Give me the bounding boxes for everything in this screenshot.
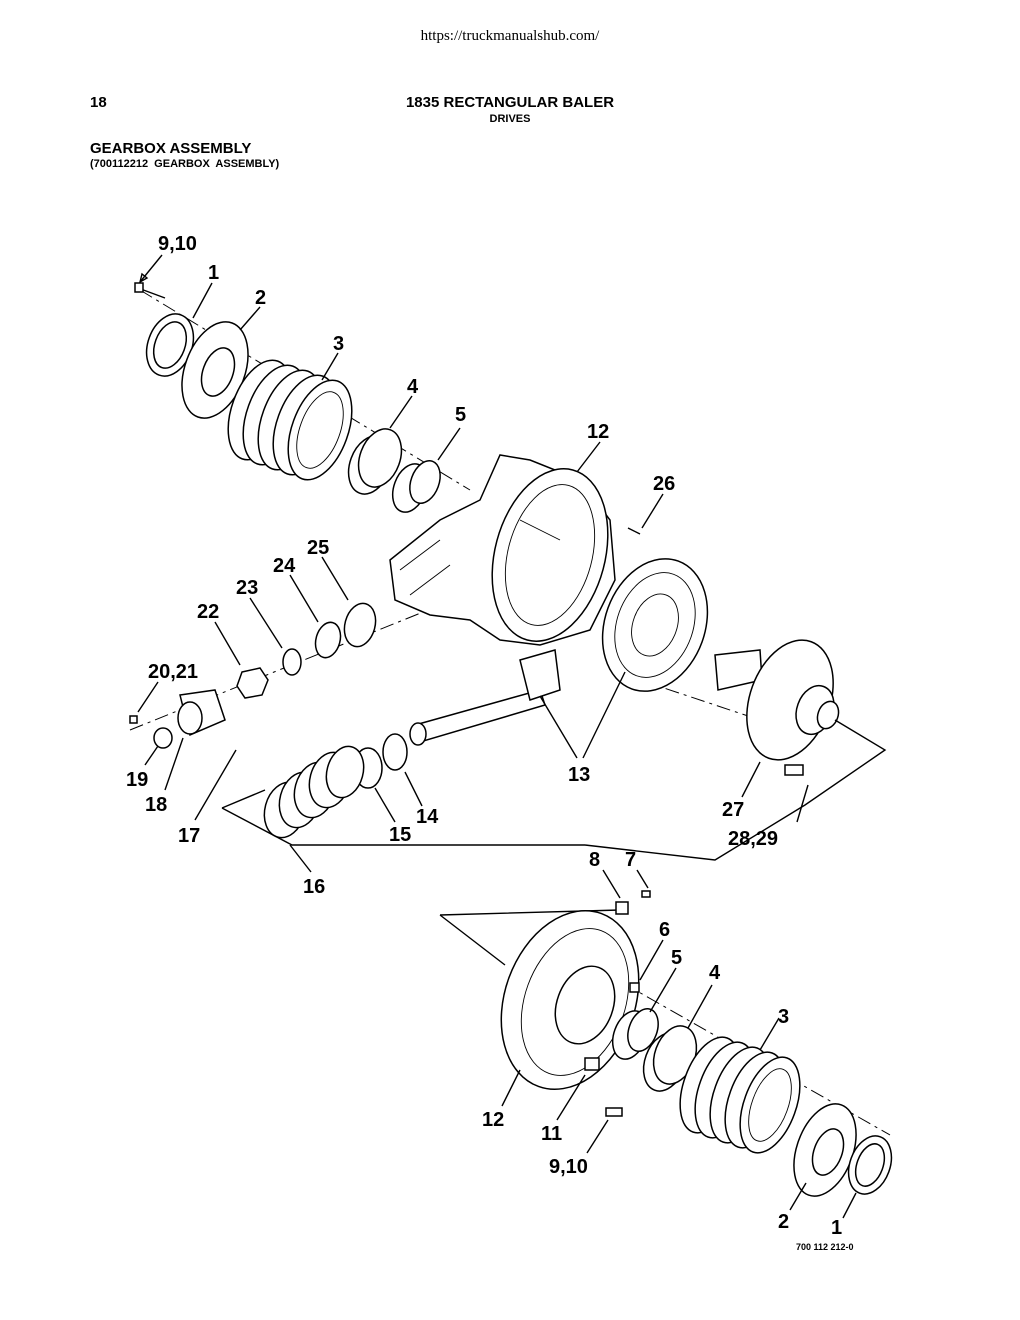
ring-gear-part (601, 558, 709, 692)
plug-part (615, 901, 629, 915)
seal-part (153, 727, 173, 749)
callout-3-bottom: 3 (778, 1006, 789, 1028)
bearing-cup-part (347, 428, 403, 495)
cover-part (793, 1103, 857, 1197)
shim-pack-part (263, 745, 365, 839)
bearing-cone-part (391, 460, 441, 513)
section-subtitle: (700112212 GEARBOX ASSEMBLY) (90, 158, 280, 170)
seal-part (847, 1135, 893, 1195)
callout-labels: 9,10 1 2 3 4 5 12 26 25 24 23 22 20,21 1… (126, 233, 842, 1239)
callout-28-29: 28,29 (728, 828, 778, 850)
callout-24: 24 (273, 555, 296, 577)
fitting-part (641, 890, 651, 898)
callout-17: 17 (178, 825, 200, 847)
callout-2: 2 (255, 287, 266, 309)
gearbox-cover-part (500, 909, 640, 1091)
bearing-cone-part (314, 621, 342, 659)
callout-22: 22 (197, 601, 219, 623)
callout-26: 26 (653, 473, 675, 495)
callout-1: 1 (208, 262, 219, 284)
nut-part (236, 667, 269, 699)
callout-27: 27 (722, 799, 744, 821)
bolt-part (129, 715, 138, 724)
callout-15: 15 (389, 824, 411, 846)
callout-2-bottom: 2 (778, 1211, 789, 1233)
callout-3: 3 (333, 333, 344, 355)
pin-part (627, 527, 641, 535)
top-assembly (129, 282, 887, 861)
callout-4: 4 (407, 376, 419, 398)
manual-title: 1835 RECTANGULAR BALER (405, 94, 615, 111)
callout-7: 7 (625, 849, 636, 871)
yoke-part (177, 689, 226, 737)
callout-14: 14 (416, 806, 439, 828)
callout-8: 8 (589, 849, 600, 871)
callout-6: 6 (659, 919, 670, 941)
bolt-part (784, 764, 804, 776)
seal-part (145, 313, 195, 377)
bolt-part (134, 282, 166, 299)
callout-25: 25 (307, 537, 329, 559)
section-title: GEARBOX ASSEMBLY (90, 140, 252, 157)
bearing-cup-part (642, 1025, 698, 1092)
callout-9-10-bottom: 9,10 (549, 1156, 588, 1178)
callout-19: 19 (126, 769, 148, 791)
bottom-assembly (439, 890, 893, 1197)
callout-23: 23 (236, 577, 258, 599)
plug-part (584, 1057, 600, 1071)
source-url[interactable]: https://truckmanualshub.com/ (420, 28, 600, 44)
shim-pack-part (679, 1036, 801, 1154)
callout-12-bottom: 12 (482, 1109, 504, 1131)
callout-11: 11 (541, 1123, 562, 1145)
figure-code: 700 112 212-0 (796, 1242, 854, 1252)
callout-9-10: 9,10 (158, 233, 197, 255)
bearing-cone-part (611, 1008, 659, 1060)
hub-part (714, 639, 840, 761)
bearing-cone-part (382, 733, 408, 771)
bearing-cup-part (343, 602, 377, 648)
bolt-part (605, 1107, 623, 1117)
pinion-shaft-part (409, 649, 561, 746)
leader-arrows (137, 254, 857, 1219)
callout-20-21: 20,21 (148, 661, 198, 683)
callout-1-bottom: 1 (831, 1217, 842, 1239)
callout-4-bottom: 4 (709, 962, 721, 984)
callout-12: 12 (587, 421, 609, 443)
callout-5: 5 (455, 404, 466, 426)
fitting-part (629, 982, 640, 993)
callout-5-bottom: 5 (671, 947, 682, 969)
callout-18: 18 (145, 794, 167, 816)
callout-13: 13 (568, 764, 590, 786)
page-number: 18 (90, 94, 107, 111)
gearbox-housing-part (389, 454, 616, 646)
washer-part (282, 648, 302, 676)
shim-pack-part (227, 359, 353, 481)
manual-subtitle: DRIVES (489, 113, 531, 125)
callout-16: 16 (303, 876, 325, 898)
